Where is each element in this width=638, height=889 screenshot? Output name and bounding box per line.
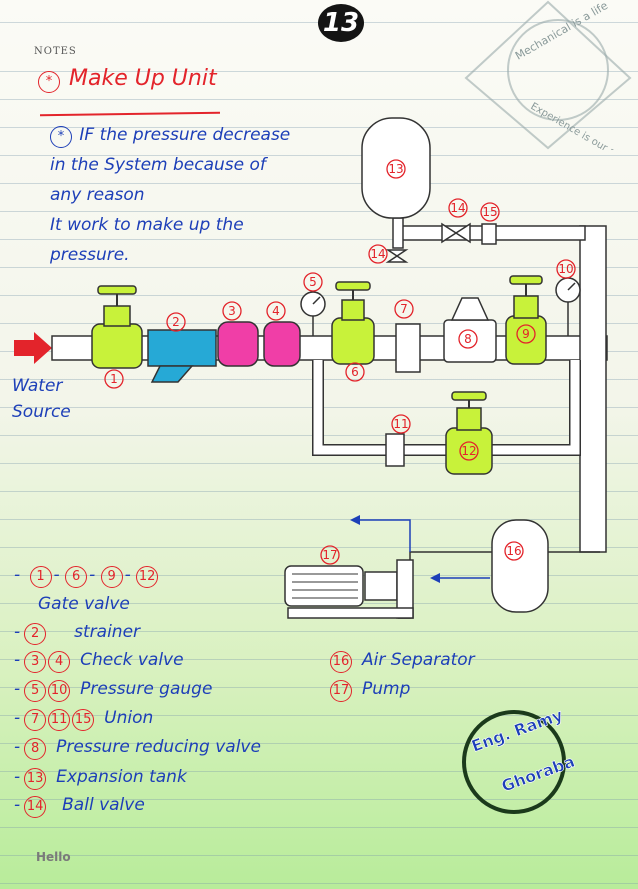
gate-valve-6 <box>331 281 375 365</box>
description-line: pressure. <box>50 245 130 265</box>
title-asterisk-icon: * <box>38 70 60 93</box>
label-15: 15 <box>482 205 497 219</box>
page-number-badge: 13 <box>318 4 364 42</box>
ball-valve-14-horizontal-right <box>454 222 471 244</box>
label-8: 8 <box>464 332 472 346</box>
label-circle: 7 <box>394 299 414 319</box>
description-line: It work to make up the <box>50 215 244 235</box>
check-valve-3 <box>217 321 259 367</box>
ball-valve-14-horizontal-left <box>441 222 458 244</box>
label-13: 13 <box>388 162 403 176</box>
label-16: 16 <box>506 544 521 558</box>
page-title: * Make Up Unit <box>38 66 217 93</box>
union-7 <box>395 323 421 373</box>
svg-text:Ghoraba: Ghoraba <box>499 752 577 796</box>
label-circle: 10 <box>556 259 576 279</box>
description-line: * IF the pressure decrease <box>50 120 350 150</box>
label-11: 11 <box>393 417 408 431</box>
discharge-arrow-icon <box>350 515 360 525</box>
label-4: 4 <box>272 304 280 318</box>
pressure-reducing-valve-8 <box>443 297 497 363</box>
pump-coupling <box>364 571 398 601</box>
label-5: 5 <box>309 275 317 289</box>
label-10: 10 <box>558 262 573 276</box>
pump-motor <box>284 565 364 607</box>
label-6: 6 <box>351 365 359 379</box>
description-line: in the System because of <box>50 155 266 175</box>
expansion-tank <box>361 117 431 219</box>
gate-valve-12 <box>445 391 493 475</box>
inlet-arrow-icon <box>14 332 52 364</box>
label-circle: 8 <box>458 329 478 349</box>
label-3: 3 <box>228 304 236 318</box>
pump-base <box>287 607 414 619</box>
label-circle: 5 <box>303 272 323 292</box>
ball-valve-14-vertical <box>385 249 409 263</box>
label-circle: 15 <box>480 202 500 222</box>
label-7: 7 <box>400 302 408 316</box>
label-circle: 13 <box>386 159 406 179</box>
label-circle: 6 <box>345 362 365 382</box>
air-separator <box>491 519 549 613</box>
svg-text:Experience is our aim: Experience is our aim <box>529 101 628 150</box>
union-11 <box>385 433 405 467</box>
label-circle: 2 <box>166 312 186 332</box>
right-riser-pipe <box>579 225 607 553</box>
label-circle: 9 <box>516 324 536 344</box>
description-paragraph: * IF the pressure decrease in the System… <box>50 120 350 270</box>
hello-logo: Hello <box>36 850 71 864</box>
label-circle: 16 <box>504 541 524 561</box>
label-12: 12 <box>461 444 476 458</box>
pump-discharge-line <box>360 519 411 552</box>
notes-label: NOTES <box>34 46 77 57</box>
label-circle: 3 <box>222 301 242 321</box>
gate-valve-1 <box>91 285 143 369</box>
label-1: 1 <box>110 372 118 386</box>
label-circle: 14 <box>448 198 468 218</box>
tank-drop-pipe <box>392 217 404 249</box>
suction-arrow-icon <box>430 573 440 583</box>
gate-valve-9 <box>505 275 547 365</box>
water-source-label: Water Source <box>12 376 71 422</box>
label-17: 17 <box>322 548 337 562</box>
legend-text-gate-valve: Gate valve <box>38 594 130 614</box>
mechanical-stamp: Mechanical is a life Experience is our a… <box>464 0 632 150</box>
label-circle: 12 <box>459 441 479 461</box>
label-14b: 14 <box>450 201 465 215</box>
legend-item-gate-valve: - 1- 6- 9- 12 <box>14 565 160 588</box>
label-circle: 17 <box>320 545 340 565</box>
label-circle: 14 <box>368 244 388 264</box>
description-asterisk-icon: * <box>50 126 72 148</box>
union-15 <box>481 223 497 245</box>
label-circle: 1 <box>104 369 124 389</box>
label-circle: 11 <box>391 414 411 434</box>
label-2: 2 <box>172 315 180 329</box>
author-badge: Eng. Ramy Ghoraba <box>462 705 578 814</box>
description-line: any reason <box>50 185 145 205</box>
label-circle: 4 <box>266 301 286 321</box>
strainer <box>147 329 217 383</box>
title-text: Make Up Unit <box>69 66 217 91</box>
check-valve-4 <box>263 321 301 367</box>
label-9: 9 <box>522 327 530 341</box>
label-14a: 14 <box>370 247 385 261</box>
